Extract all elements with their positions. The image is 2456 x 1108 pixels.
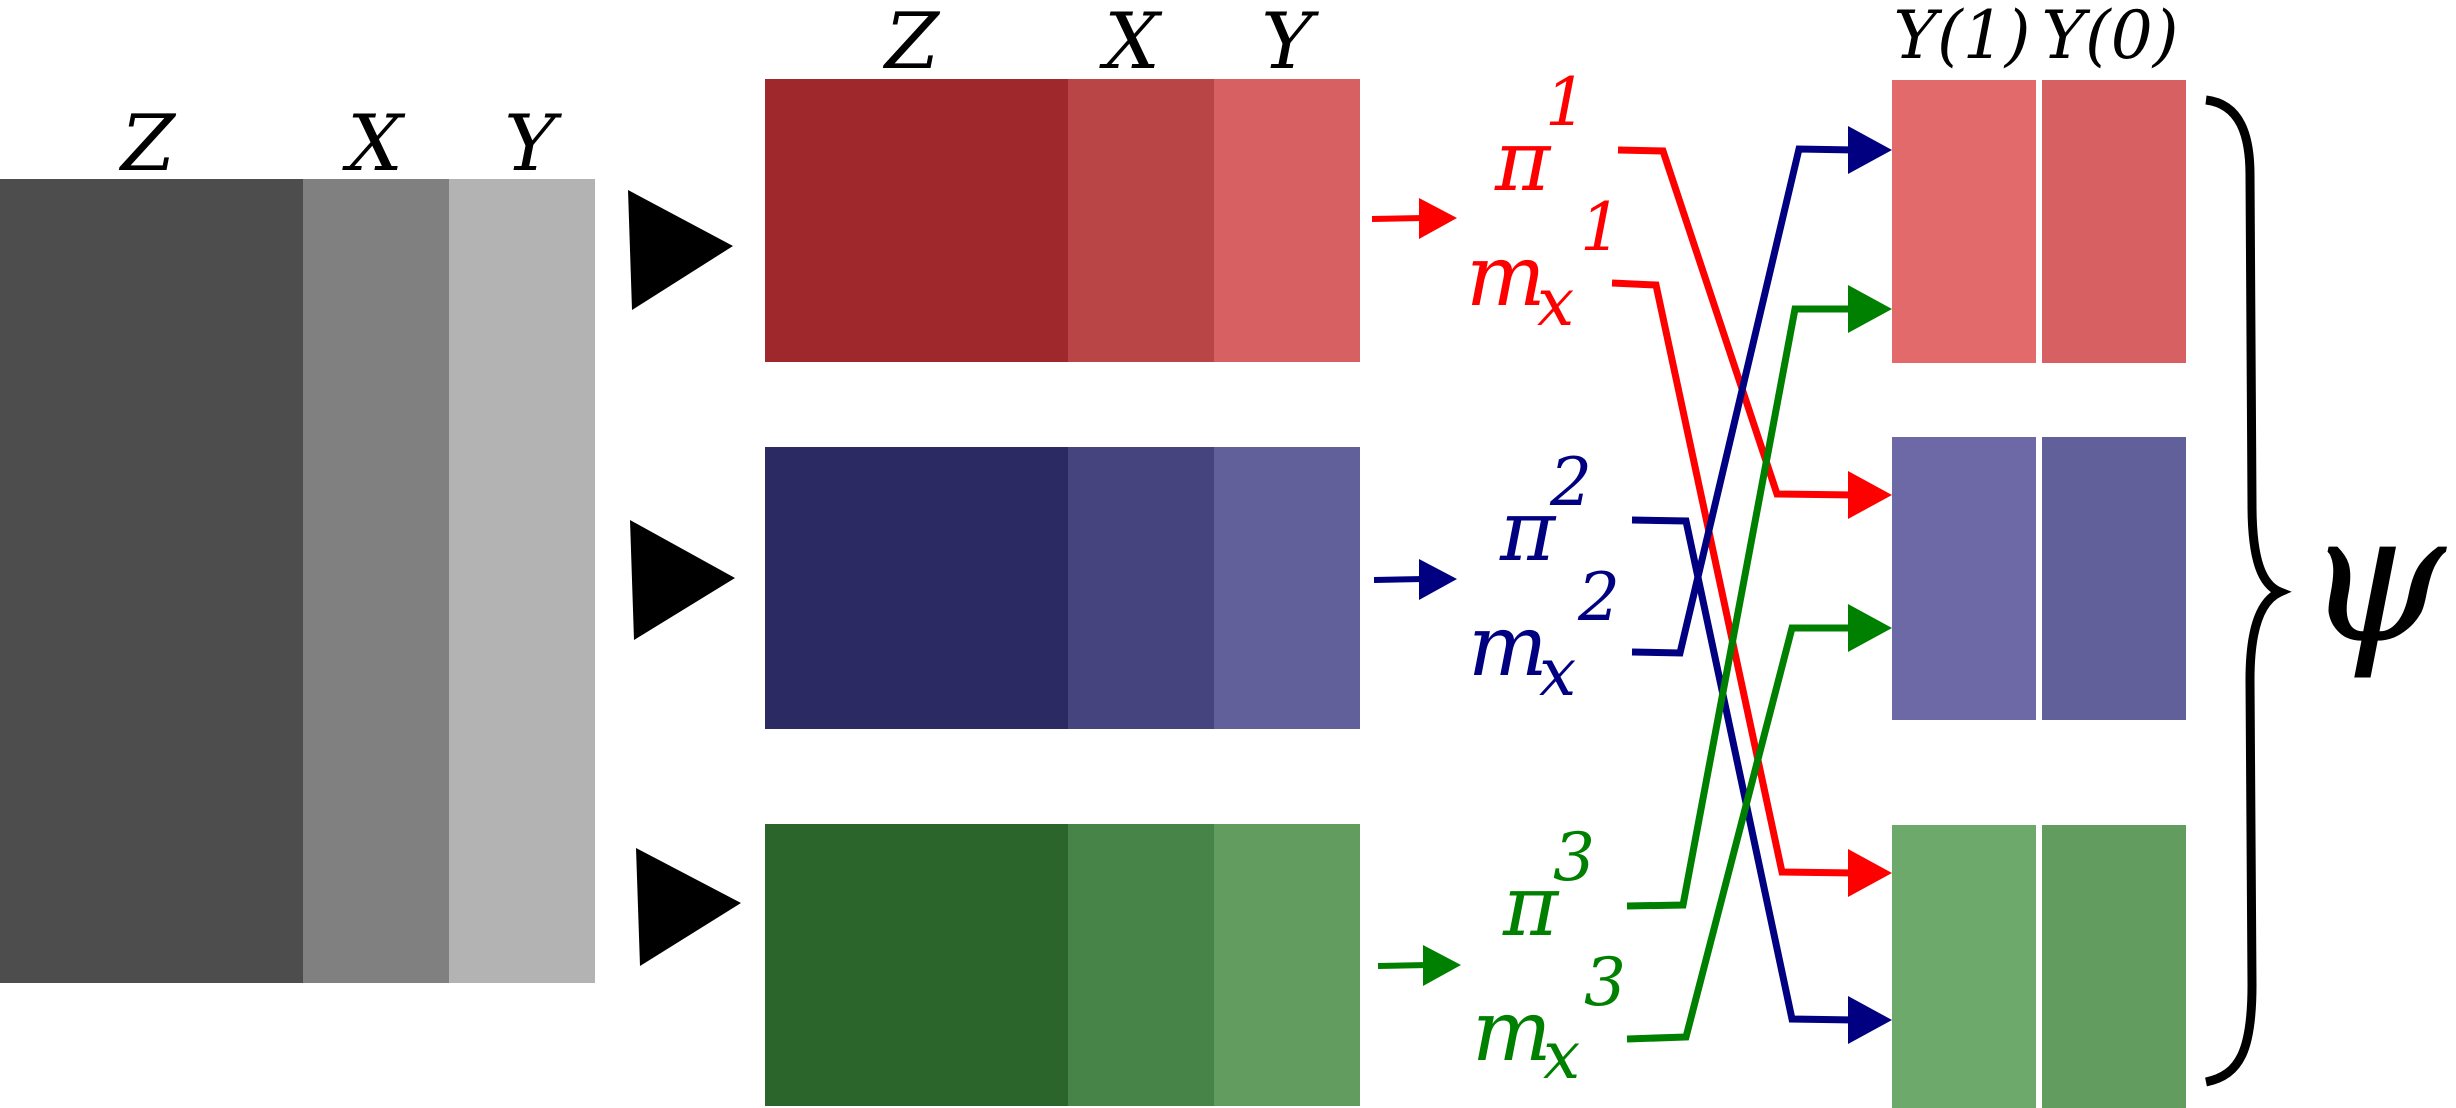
propensity-2-base: π (1499, 482, 1557, 580)
split-arrows (628, 190, 741, 966)
outcome-3-label: mx3 (1472, 944, 1626, 1094)
aggregation: ψ (2204, 95, 2447, 1087)
arrowhead-green-row2 (1848, 604, 1892, 652)
fold-1-x-label: X (1098, 0, 1163, 87)
fit-arrow-2-head (1419, 559, 1457, 600)
propensity-1-base: π (1494, 112, 1552, 210)
outcome-3-sub: x (1543, 1017, 1580, 1094)
split-arrow-1 (628, 190, 733, 310)
propensity-2-sup: 2 (1549, 444, 1592, 521)
fold-1: Z X Y (765, 0, 1360, 362)
connector-red-outcome (1611, 279, 1856, 877)
fit-arrow-3-shaft (1377, 962, 1429, 969)
source-y-column (449, 179, 595, 983)
connector-blue-outcome (1631, 145, 1856, 657)
outcome-2-label: mx2 (1468, 559, 1620, 711)
connector-red-propensity (1617, 146, 1856, 499)
connector-green-outcome (1626, 624, 1855, 1043)
source-z-column (0, 179, 303, 983)
outcome-2-base: m (1468, 597, 1548, 695)
connector-green-propensity (1626, 305, 1855, 910)
fold-3-y-column (1214, 824, 1360, 1106)
row-2-y0-cell (2042, 437, 2186, 720)
source-x-label: X (341, 99, 406, 189)
propensity-3-label: π3 (1502, 819, 1595, 955)
potential-outcomes: Y(1) Y(0) (1892, 0, 2186, 1108)
outcome-3-sup: 3 (1584, 944, 1626, 1021)
outcome-1-sub: x (1537, 264, 1574, 341)
model-labels: π1 mx1 π2 mx2 π3 mx3 (1466, 64, 1626, 1094)
source-dataset: Z X Y (0, 99, 595, 983)
row-3-y0-cell (2042, 825, 2186, 1108)
outcome-3-base: m (1472, 982, 1552, 1080)
row-1-y1-cell (1892, 80, 2036, 363)
split-arrow-3 (636, 848, 741, 966)
fit-arrows (1371, 198, 1461, 986)
source-x-column (303, 179, 449, 983)
fold-3-z-column (765, 824, 1068, 1106)
fold-2-z-column (765, 447, 1068, 729)
psi-symbol: ψ (2304, 474, 2447, 683)
outcome-1-label: mx1 (1466, 189, 1622, 341)
fold-2 (765, 447, 1360, 729)
propensity-2-label: π2 (1499, 444, 1592, 580)
row-3-y1-cell (1892, 825, 2036, 1108)
fold-1-y-label: Y (1261, 0, 1319, 87)
fold-1-z-column (765, 79, 1068, 362)
fit-arrow-3-head (1423, 945, 1461, 986)
outcome-2-sup: 2 (1577, 559, 1620, 636)
row-2-y1-cell (1892, 437, 2036, 720)
row-1-y0-cell (2042, 80, 2186, 363)
propensity-3-sup: 3 (1553, 819, 1595, 896)
outcome-1-sup: 1 (1580, 189, 1622, 266)
fold-3-x-column (1068, 824, 1214, 1106)
arrowhead-green-row1 (1848, 285, 1892, 333)
propensity-1-sup: 1 (1545, 64, 1587, 141)
arrowhead-red-row2 (1848, 471, 1892, 519)
outcome-y1-label: Y(1) (1893, 0, 2030, 74)
connector-arrowheads (1848, 126, 1892, 1044)
fit-arrow-2-shaft (1373, 576, 1425, 583)
fit-arrow-1-shaft (1371, 215, 1425, 222)
fold-1-z-label: Z (882, 0, 941, 87)
fold-1-x-column (1068, 79, 1214, 362)
outcome-y0-label: Y(0) (2041, 0, 2178, 74)
fit-arrow-1-head (1419, 198, 1457, 239)
fold-3 (765, 824, 1360, 1106)
arrowhead-blue-row1 (1848, 126, 1892, 174)
cross-fit-connectors (1611, 145, 1856, 1043)
arrowhead-red-row3 (1848, 849, 1892, 897)
split-arrow-2 (630, 520, 735, 640)
outcome-2-sub: x (1539, 634, 1576, 711)
arrowhead-blue-row3 (1848, 996, 1892, 1044)
source-z-label: Z (118, 99, 177, 189)
fold-2-x-column (1068, 447, 1214, 729)
connector-blue-propensity (1631, 516, 1856, 1024)
right-curly-brace (2204, 95, 2292, 1087)
propensity-3-base: π (1502, 857, 1560, 955)
outcome-1-base: m (1466, 227, 1546, 325)
propensity-1-label: π1 (1494, 64, 1587, 210)
fold-1-y-column (1214, 79, 1360, 362)
source-y-label: Y (504, 99, 562, 189)
fold-2-y-column (1214, 447, 1360, 729)
